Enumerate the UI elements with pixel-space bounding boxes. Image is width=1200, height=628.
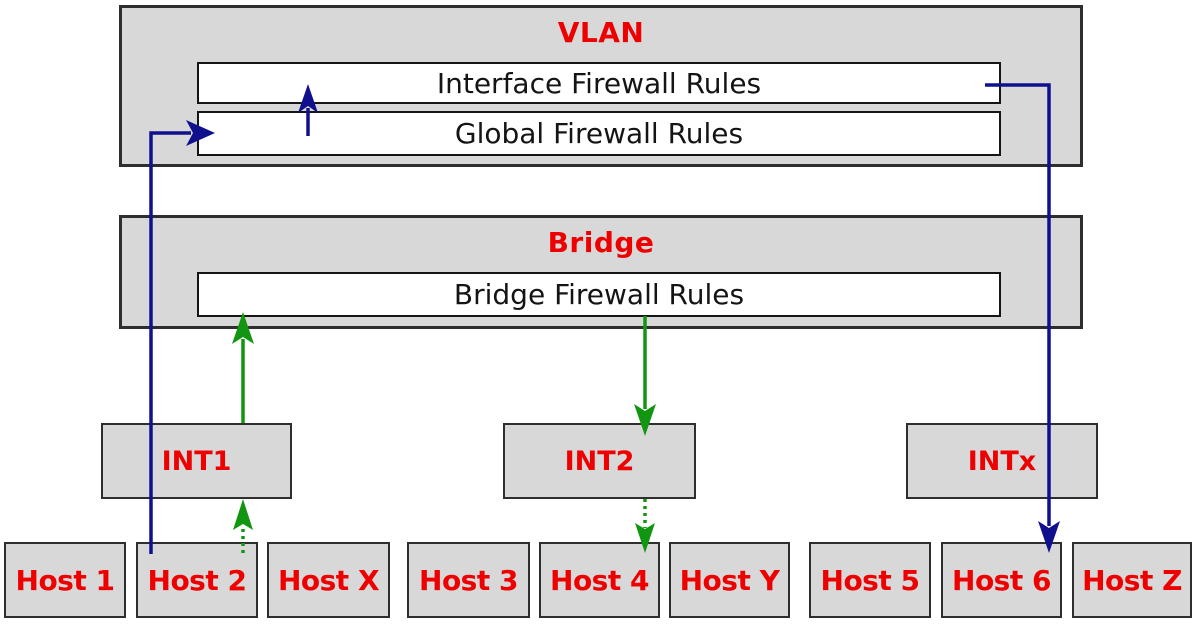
host-3-label: Host 3 [419, 563, 518, 597]
host-box-z: Host Z [1072, 542, 1192, 618]
host-1-label: Host 1 [15, 563, 115, 597]
interface-firewall-rules-label: Interface Firewall Rules [436, 66, 762, 100]
bridge-firewall-rules-box: Bridge Firewall Rules [197, 272, 1001, 317]
int1-label: INT1 [161, 445, 232, 477]
intx-label: INTx [967, 445, 1037, 477]
interface-box-intx: INTx [906, 423, 1098, 499]
host-box-6: Host 6 [941, 542, 1062, 618]
global-firewall-rules-label: Global Firewall Rules [454, 117, 744, 150]
host-2-label: Host 2 [147, 563, 247, 597]
vlan-title: VLAN [557, 16, 645, 49]
host-4-label: Host 4 [550, 563, 649, 597]
host-box-x: Host X [267, 542, 390, 618]
host-box-1: Host 1 [4, 542, 126, 618]
global-firewall-rules-box: Global Firewall Rules [197, 111, 1001, 156]
host-box-y: Host Y [669, 542, 790, 618]
interface-firewall-rules-box: Interface Firewall Rules [197, 62, 1001, 104]
host-box-2: Host 2 [136, 542, 258, 618]
host-x-label: Host X [277, 563, 380, 597]
host-6-label: Host 6 [952, 563, 1051, 597]
host-box-5: Host 5 [809, 542, 931, 618]
bridge-title: Bridge [547, 226, 655, 259]
interface-box-int2: INT2 [503, 423, 696, 499]
bridge-firewall-rules-label: Bridge Firewall Rules [453, 278, 745, 311]
host-box-4: Host 4 [539, 542, 660, 618]
host-box-3: Host 3 [407, 542, 530, 618]
int2-label: INT2 [564, 445, 635, 477]
host-5-label: Host 5 [820, 563, 920, 597]
interface-box-int1: INT1 [101, 423, 292, 499]
arrowhead-up-icon [233, 499, 253, 530]
arrow-bridge-rules-to-int2 [634, 316, 656, 436]
host-y-label: Host Y [679, 563, 780, 597]
host-z-label: Host Z [1082, 563, 1182, 597]
